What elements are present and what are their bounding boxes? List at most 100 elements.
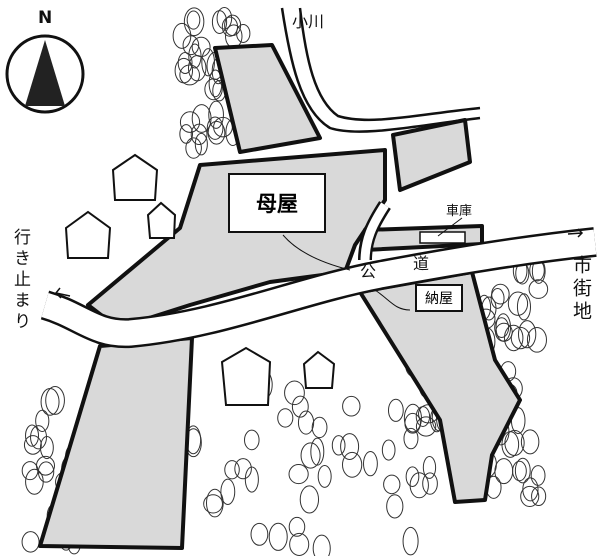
tree-mark [494,317,510,338]
tree-mark [514,457,531,484]
tree-mark [340,433,360,460]
tree-mark [37,461,55,483]
tree-mark [21,531,40,553]
tree-mark [284,380,305,406]
tree-mark [299,485,320,514]
tree-mark [494,458,514,485]
tree-mark [531,486,547,507]
tree-mark [23,435,42,455]
garage-label: 車庫 [446,204,473,219]
tree-mark [25,424,40,447]
tree-mark [422,456,437,479]
tree-mark [341,451,363,478]
tree-mark [191,104,212,133]
stream [280,7,481,133]
tree-mark [201,48,215,77]
tree-mark [312,534,331,556]
tree-mark [268,522,288,551]
barn: 納屋 [415,284,463,312]
tree-mark [510,326,531,350]
tree-mark [310,437,325,466]
tree-mark [317,464,332,488]
tree-mark [409,472,429,499]
tree-mark [404,412,421,434]
tree-mark [216,6,233,30]
tree-mark [220,478,236,505]
tree-mark [297,410,315,435]
tree-mark [244,429,260,451]
tree-mark [172,22,192,49]
dead-end-label: 行き止まり [10,228,30,333]
tree-mark [224,460,240,480]
tree-mark [422,472,438,495]
tree-mark [342,395,361,417]
tree-mark [503,324,524,352]
main-house-label: 母屋 [256,192,298,216]
tree-mark [250,522,269,546]
tree-mark [205,488,224,518]
tree-mark [45,385,65,415]
tree-mark [383,474,401,495]
tree-mark [288,464,309,485]
tree-mark [405,466,420,487]
tree-mark [179,64,200,86]
tree-mark [194,132,208,156]
tree-mark [288,516,306,537]
tree-mark [507,291,529,316]
tree-mark [311,416,328,439]
tree-mark [207,120,226,145]
tree-mark [177,52,193,74]
tree-mark [530,465,546,486]
tree-mark [402,526,419,556]
garage-building [419,231,466,244]
tree-mark [206,116,224,140]
north-arrow-icon [25,40,65,106]
tree-mark [363,451,378,477]
compass-north-label: N [38,8,53,28]
tree-mark [187,54,207,82]
tree-mark [25,468,44,495]
tree-mark [234,458,252,480]
main-house: 母屋 [228,173,326,233]
tree-mark [244,466,259,493]
barn-label: 納屋 [425,291,453,307]
house-icon [302,350,336,389]
plot-southwest [38,336,194,550]
tree-mark [300,442,321,469]
tree-mark [35,455,56,476]
tree-mark [517,320,537,349]
road-label-1: 公 [360,262,377,281]
tree-mark [221,16,239,37]
tree-mark [381,439,396,461]
tree-mark [208,100,224,129]
plot-northeast [391,118,472,192]
tree-mark [504,429,525,457]
tree-mark [203,494,223,514]
tree-mark [186,10,201,30]
arrow-left-icon [54,287,71,299]
stream-label: 小川 [292,12,325,31]
tree-mark [520,429,540,455]
tree-mark [495,322,513,342]
tree-mark [30,425,48,450]
tree-mark [403,427,419,450]
plot-north [213,43,322,154]
tree-mark [415,416,437,437]
house-icon [111,153,159,201]
tree-mark [387,398,404,422]
tree-mark [35,409,50,433]
tree-mark [526,326,547,353]
road-label-2: 道 [413,254,430,273]
arrow-right-icon [567,228,584,238]
tree-mark [179,111,201,133]
tree-mark [183,7,205,37]
house-icon [220,346,272,406]
tree-mark [40,388,60,416]
north-compass [5,34,85,114]
tree-mark [188,43,202,69]
houses [64,153,336,406]
tree-mark [236,23,251,43]
tree-mark [520,485,540,507]
tree-mark [39,436,54,460]
